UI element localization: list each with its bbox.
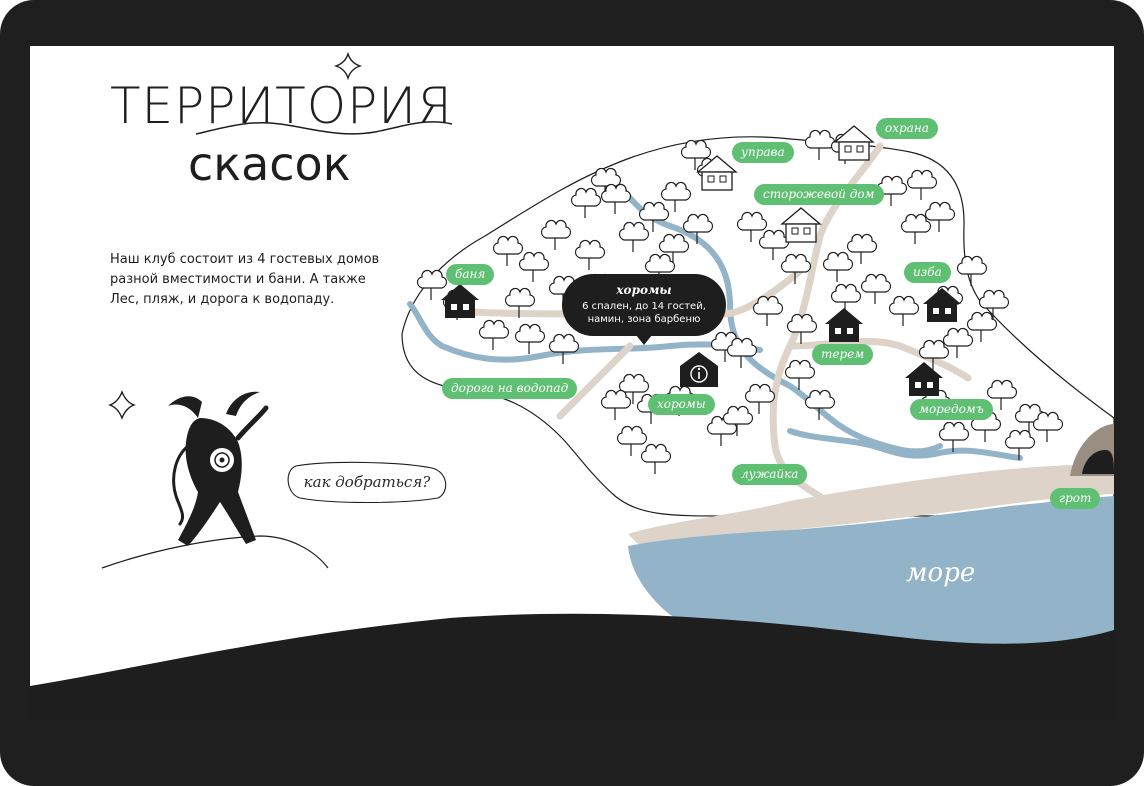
road [556,342,634,420]
tree-icon [492,235,524,266]
tree-icon [518,251,550,282]
tree-icon [548,333,580,364]
map-label-luzhayka[interactable]: лужайка [732,464,808,485]
page-subtitle: скасок [188,137,351,191]
tree-icon [906,169,938,200]
tree-icon [726,337,758,368]
map-label-uprava[interactable]: управа [732,142,794,163]
tooltip-title: хоромы [616,283,672,297]
tree-icon [1004,429,1036,460]
title-swirl [195,121,453,135]
map-label-grot[interactable]: грот [1050,488,1101,509]
tree-icon [1032,411,1064,442]
tree-icon [574,239,606,270]
house-icon [825,308,863,342]
map-canvas [101,51,1114,646]
tree-icon [514,323,546,354]
map-label-okhrana[interactable]: охрана [876,118,938,139]
map-label-doroga[interactable]: дорога на водопад [442,378,578,399]
tree-icon [938,421,970,452]
tree-icon [956,255,988,286]
tree-icon [942,327,974,358]
map-label-storozhevoy[interactable]: сторожевой дом [754,184,884,205]
tree-icon [780,253,812,284]
tree-icon [570,187,602,218]
tree-icon [600,389,632,420]
tree-icon [680,139,712,170]
tree-icon [744,383,776,414]
tree-icon [986,379,1018,410]
house-outline-icon [780,207,822,243]
tree-icon [804,389,836,420]
house-tooltip: хоромы 6 спален, до 14 гостей, намин, зо… [562,274,726,345]
grotto-cave [1082,450,1114,474]
tree-icon [888,295,920,326]
tooltip-tail [636,335,652,345]
tree-icon [804,129,836,160]
sea [628,496,1114,646]
screen: ТЕРРИТОРИЯ скасок Наш клуб состоит из 4 … [30,46,1114,720]
route-button-label: как добраться? [303,473,431,491]
tree-icon [590,167,622,198]
tree-icon [900,213,932,244]
sparkle-icon [333,51,363,81]
tree-icon [978,289,1010,320]
tree-icon [658,233,690,264]
info-house-icon[interactable] [680,352,718,387]
tree-icon [752,295,784,326]
tree-icon [640,443,672,474]
map-label-terem[interactable]: терем [812,344,874,365]
tooltip-text: 6 спален, до 14 гостей, намин, зона барб… [582,301,706,325]
tree-icon [860,273,892,304]
tree-icon [638,201,670,232]
bottom-wave [30,613,1114,720]
tree-icon [618,373,650,404]
bubble-outline [287,461,447,504]
tree-icon [616,425,648,456]
route-button[interactable]: как добраться? [282,458,452,506]
tree-icon [918,339,950,370]
map-label-izba[interactable]: изба [904,262,951,283]
tree-icon [736,211,768,242]
house-icon [441,284,479,318]
tree-icon [660,181,692,212]
mascot-illustration [101,391,329,569]
tree-icon [966,311,998,342]
tree-icon [786,313,818,344]
intro-text: Наш клуб состоит из 4 гостевых домов раз… [110,252,380,307]
beach [628,464,1114,546]
map-label-khoromy[interactable]: хоромы [648,394,715,415]
island-outline [401,136,1114,517]
tree-icon [618,221,650,252]
tree-icon [478,319,510,350]
tree-icon [822,251,854,282]
house-icon [923,288,961,322]
tree-icon [600,183,632,214]
tree-icon [846,233,878,264]
page-title: ТЕРРИТОРИЯ [110,77,453,135]
tree-icon [924,201,956,232]
river [407,301,763,363]
sparkle-icon [108,390,136,420]
tree-icon [540,219,572,250]
sea-label: море [906,558,976,588]
house-outline-icon [696,155,738,191]
tree-icon [682,213,714,244]
house-outline-icon [833,125,875,161]
tree-icon [722,405,754,436]
river [787,428,1023,461]
map-label-banya[interactable]: баня [446,264,495,285]
tree-icon [504,287,536,318]
tree-icon [784,359,816,390]
map-label-moredom[interactable]: моредомъ [910,399,993,420]
tree-icon [416,269,448,300]
house-icon [905,362,943,396]
